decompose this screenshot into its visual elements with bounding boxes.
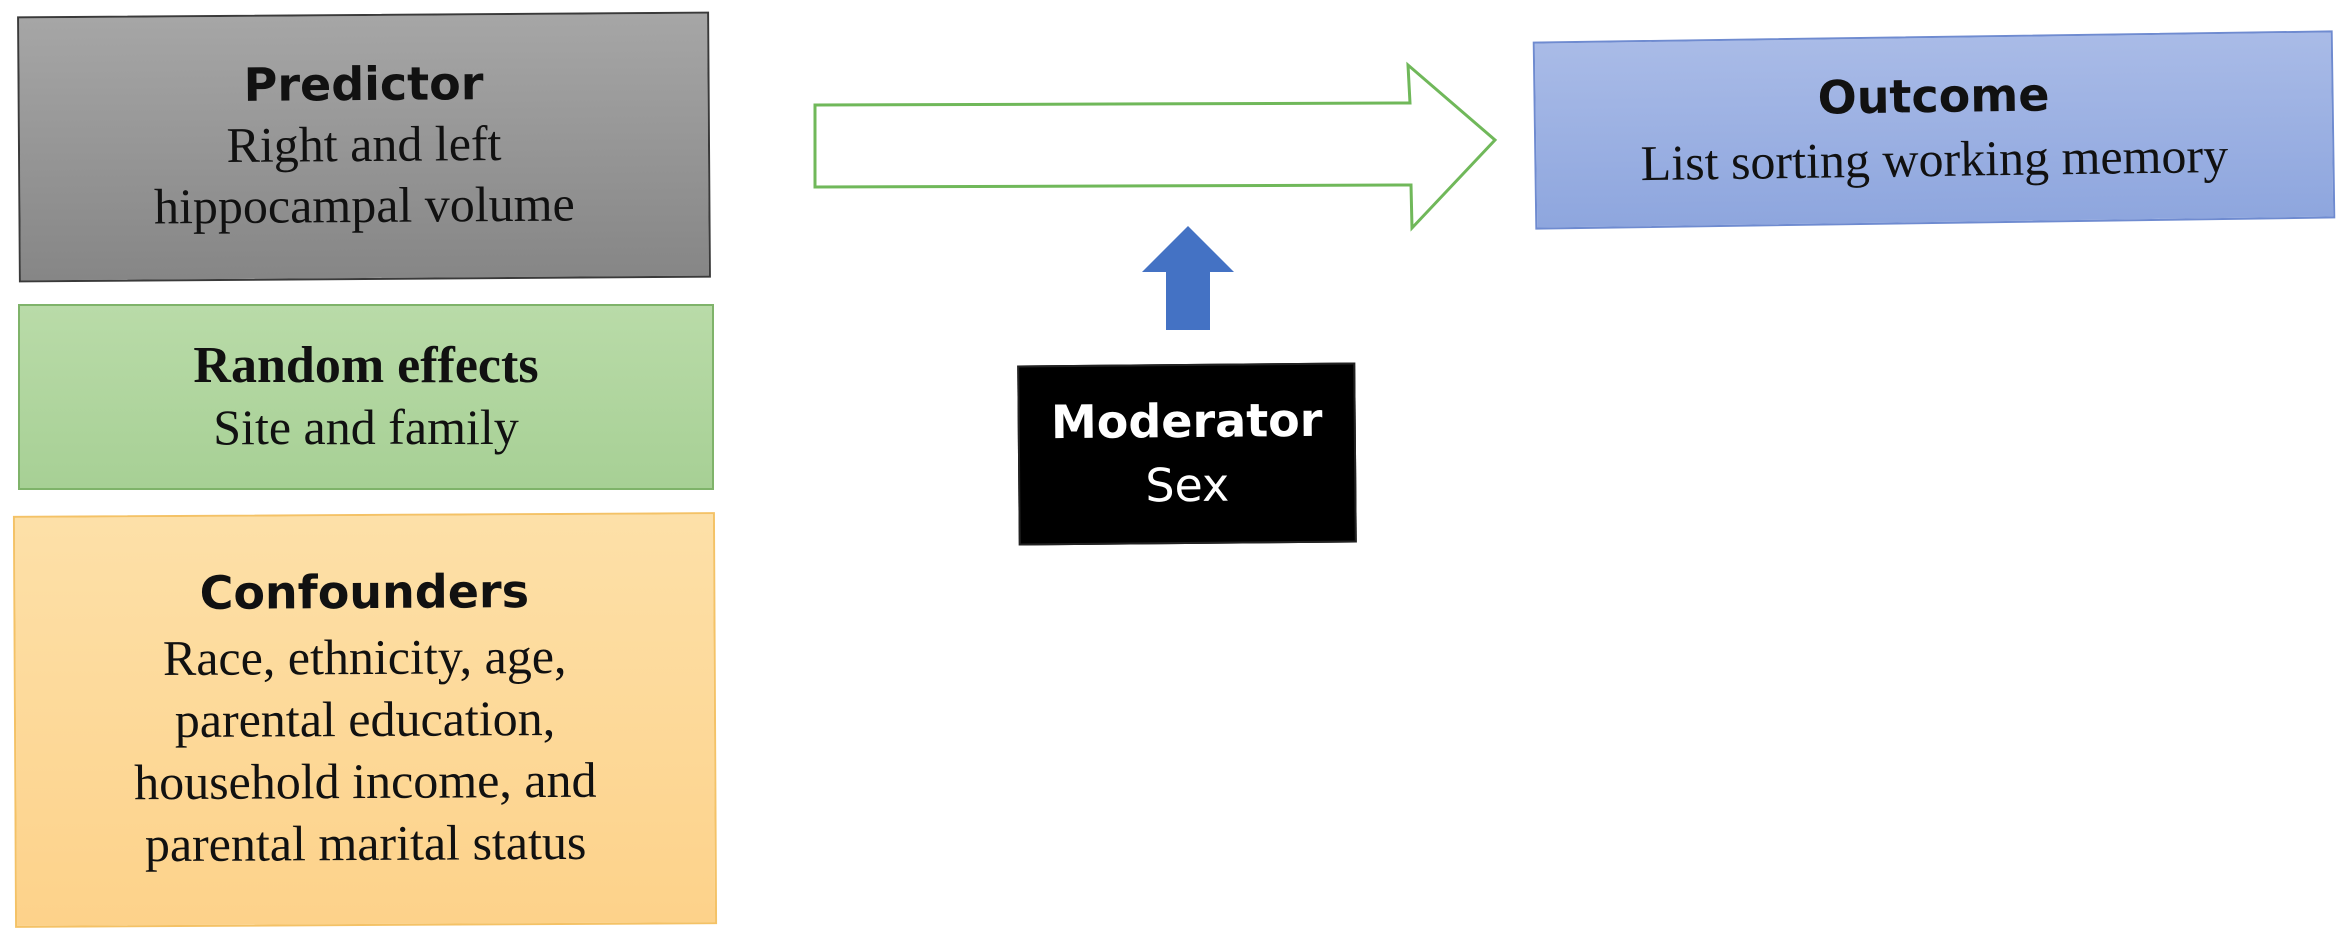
confounders-line-1: Race, ethnicity, age, [162, 628, 567, 687]
moderator-title: Moderator [1050, 392, 1323, 449]
main-arrow [813, 61, 1498, 232]
moderator-box: Moderator Sex [1017, 362, 1357, 546]
random-effects-line-1: Site and family [213, 399, 519, 456]
outcome-box: Outcome List sorting working memory [1532, 30, 2336, 230]
random-effects-title: Random effects [193, 336, 539, 394]
moderator-arrow [1142, 226, 1234, 330]
predictor-line-2: hippocampal volume [153, 175, 575, 235]
confounders-line-2: parental education, [174, 690, 556, 749]
outcome-line-1: List sorting working memory [1640, 126, 2229, 192]
confounders-line-4: parental marital status [144, 814, 587, 873]
confounders-box: Confounders Race, ethnicity, age, parent… [12, 512, 718, 928]
predictor-line-1: Right and left [226, 115, 502, 174]
confounders-line-3: household income, and [133, 752, 597, 811]
moderator-line-1: Sex [1145, 458, 1230, 513]
moderator-arrow-shape [1142, 226, 1234, 330]
outcome-title: Outcome [1817, 67, 2050, 125]
predictor-box: Predictor Right and left hippocampal vol… [17, 11, 711, 283]
main-arrow-shape [813, 61, 1498, 232]
predictor-title: Predictor [243, 55, 484, 112]
random-effects-box: Random effects Site and family [18, 304, 714, 490]
confounders-title: Confounders [199, 563, 530, 620]
